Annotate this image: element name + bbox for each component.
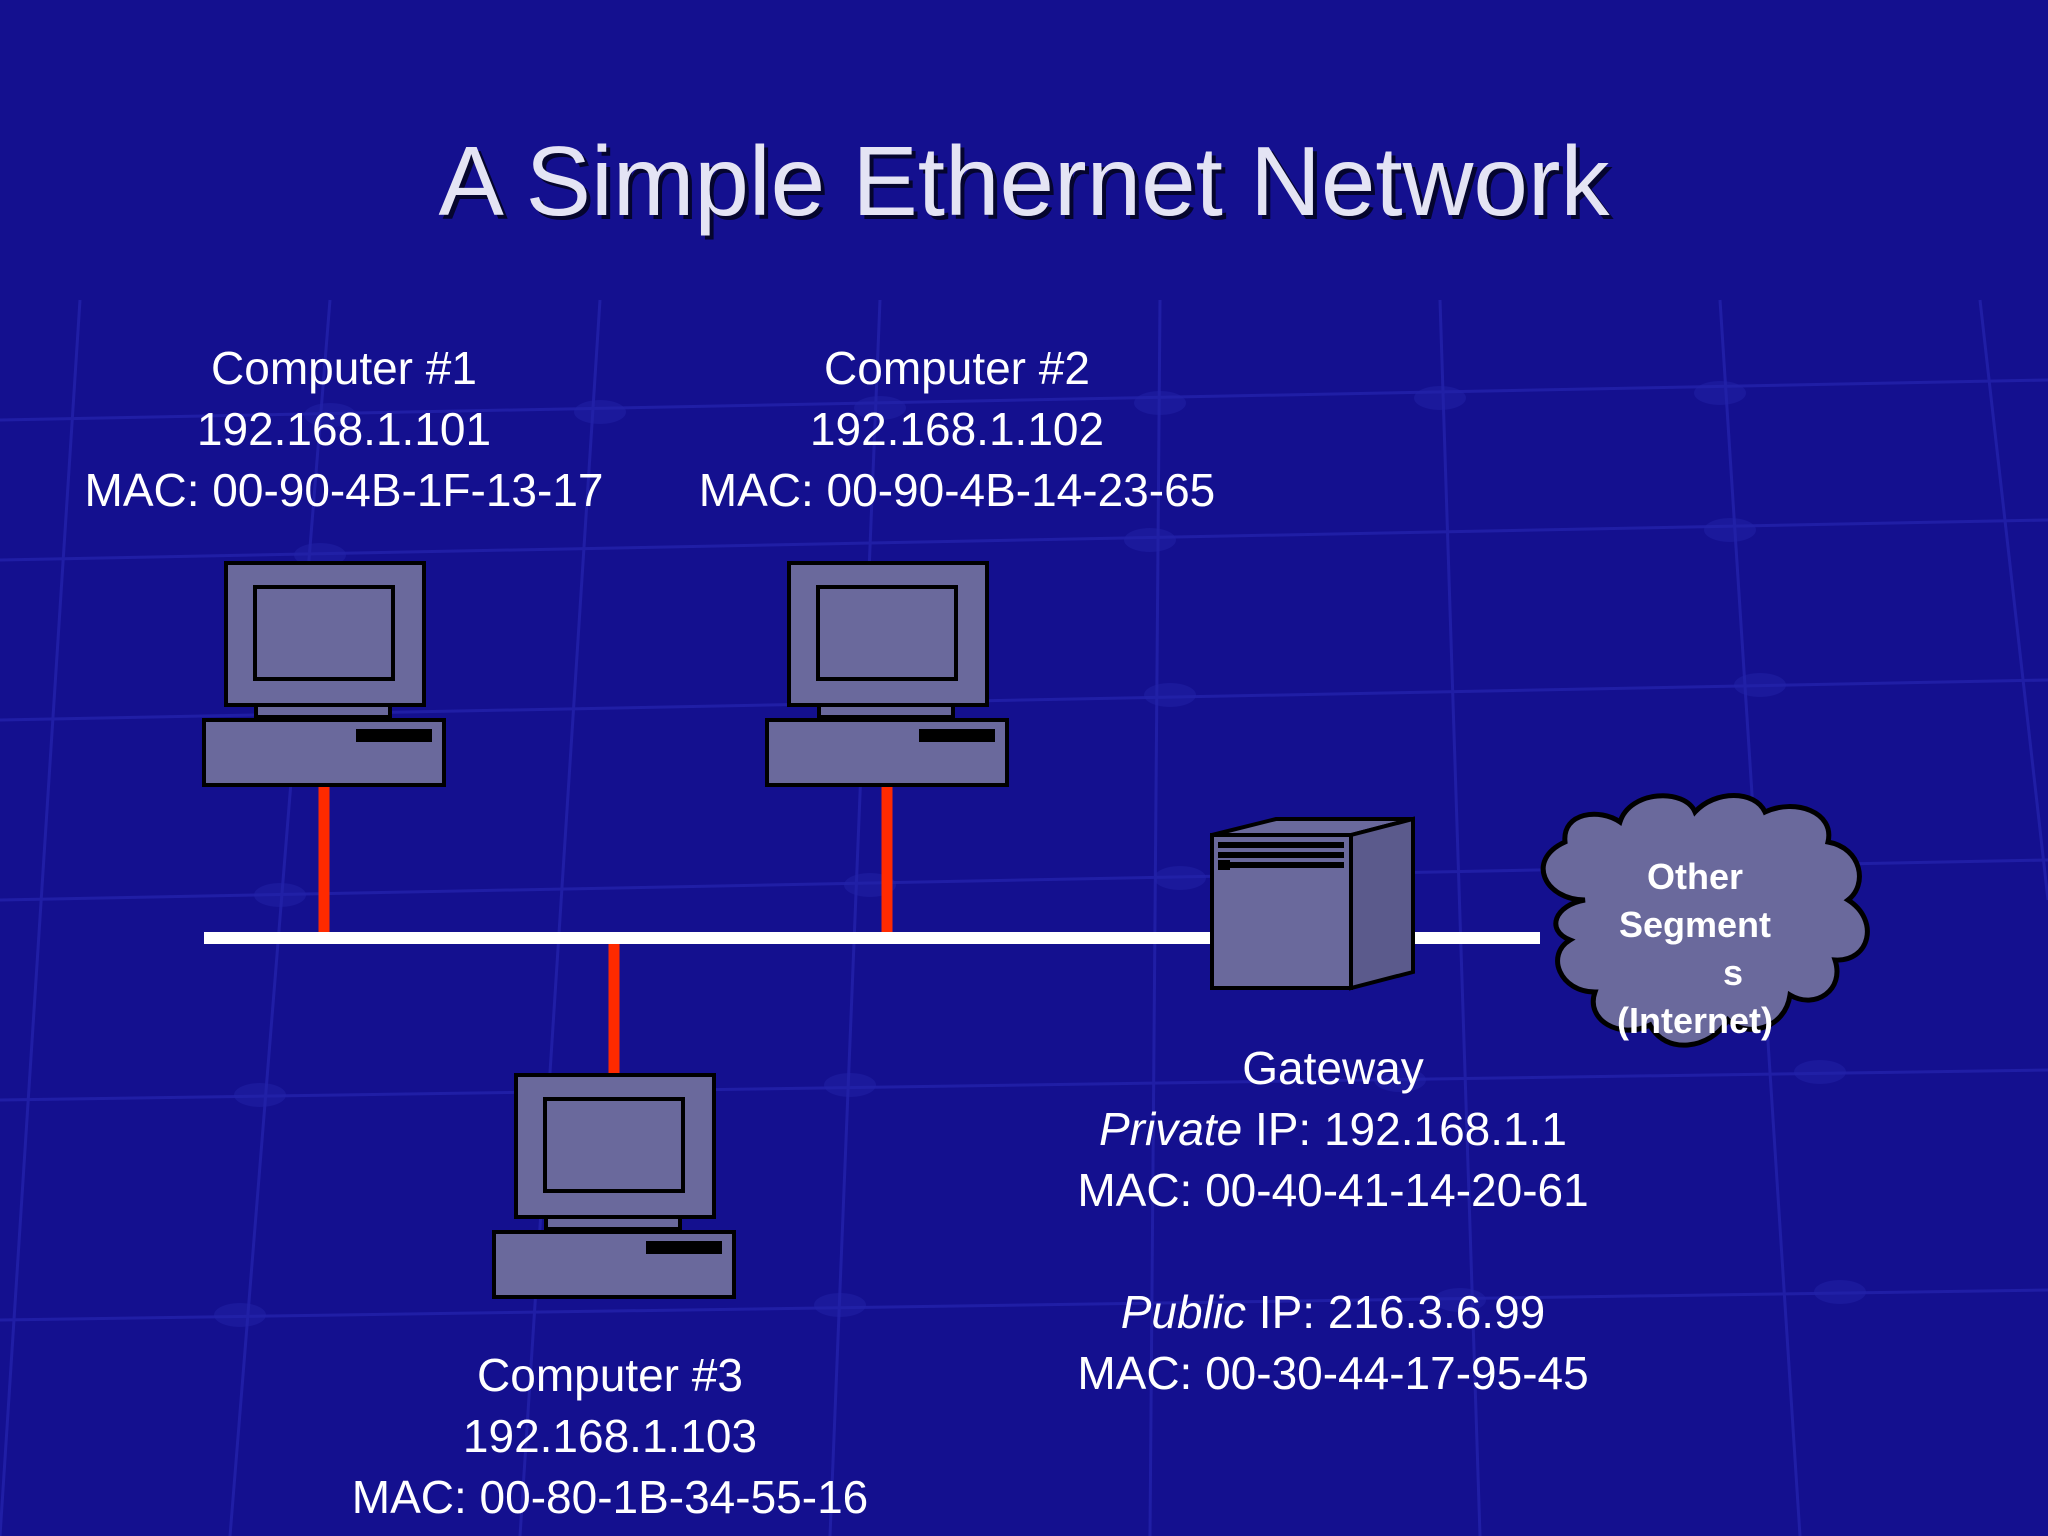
gateway-public-mac: MAC: 00-30-44-17-95-45	[1077, 1347, 1589, 1399]
computer-2-name: Computer #2	[824, 342, 1090, 394]
computer-1-name: Computer #1	[211, 342, 477, 394]
computer-3-name: Computer #3	[477, 1349, 743, 1401]
computer-3-mac: MAC: 00-80-1B-34-55-16	[351, 1471, 869, 1523]
cloud-line-1: Other	[1646, 856, 1743, 897]
computer-1-mac: MAC: 00-90-4B-1F-13-17	[84, 464, 604, 516]
computer-3-ip: 192.168.1.103	[462, 1410, 758, 1462]
gateway-spacer	[1033, 1221, 1633, 1282]
gateway-label: Gateway Private IP: 192.168.1.1 MAC: 00-…	[1033, 1038, 1633, 1404]
cloud-line-3: s	[1722, 952, 1744, 993]
cloud-line-4: (Internet)	[1617, 1000, 1773, 1041]
internet-cloud-icon	[1540, 793, 1870, 1048]
computer-2-mac: MAC: 00-90-4B-14-23-65	[698, 464, 1216, 516]
cloud-line-2: Segment	[1618, 904, 1772, 945]
gateway-public-ip-line: Public IP: 216.3.6.99	[1033, 1282, 1633, 1343]
slide-title: A Simple Ethernet Network	[438, 126, 1610, 236]
internet-cloud-label: Other Segment s (Internet)	[1595, 853, 1795, 1045]
computer-2-ip: 192.168.1.102	[809, 403, 1105, 455]
gateway-private-mac: MAC: 00-40-41-14-20-61	[1077, 1164, 1589, 1216]
computer-2-label: Computer #2 192.168.1.102 MAC: 00-90-4B-…	[657, 338, 1257, 521]
computer-1-label: Computer #1 192.168.1.101 MAC: 00-90-4B-…	[44, 338, 644, 521]
private-ip: IP: 192.168.1.1	[1242, 1103, 1567, 1155]
computer-2-icon	[765, 561, 1009, 787]
gateway-private-ip-line: Private IP: 192.168.1.1	[1033, 1099, 1633, 1160]
computer-1-icon	[202, 561, 446, 787]
gateway-server-icon	[1210, 816, 1415, 991]
public-prefix: Public	[1120, 1286, 1247, 1338]
computer-1-ip: 192.168.1.101	[196, 403, 492, 455]
public-ip: IP: 216.3.6.99	[1246, 1286, 1546, 1338]
computer-3-icon	[492, 1073, 736, 1299]
gateway-name: Gateway	[1242, 1042, 1424, 1094]
computer-3-label: Computer #3 192.168.1.103 MAC: 00-80-1B-…	[310, 1345, 910, 1528]
private-prefix: Private	[1099, 1103, 1243, 1155]
